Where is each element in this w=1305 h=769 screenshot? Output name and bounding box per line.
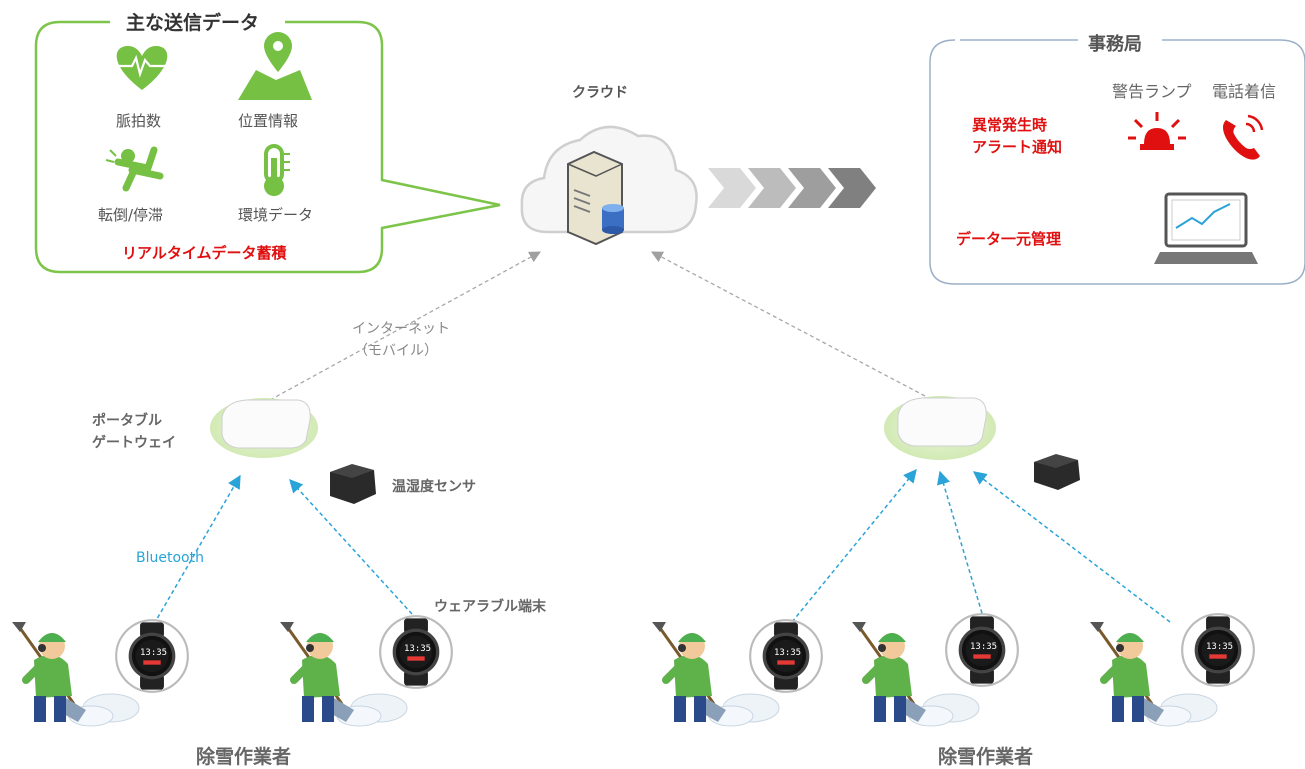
alert-notification-label: 異常発生時 アラート通知 bbox=[972, 116, 1063, 156]
fall-person-icon bbox=[105, 146, 164, 192]
data-box-border bbox=[34, 20, 501, 274]
flow-chevrons bbox=[708, 168, 876, 208]
warning-lamp-label: 警告ランプ bbox=[1112, 82, 1192, 101]
data-box-footer: リアルタイムデータ蓄積 bbox=[122, 244, 287, 262]
bluetooth-link-2 bbox=[289, 479, 413, 615]
gateway-right-icon bbox=[884, 396, 996, 460]
gateway-label-line2: ゲートウェイ bbox=[92, 435, 176, 451]
thermometer-icon bbox=[264, 144, 290, 196]
workers-right-label: 除雪作業者 bbox=[938, 746, 1034, 768]
phone-call-label: 電話着信 bbox=[1212, 82, 1277, 101]
wearable-device-label: ウェアラブル端末 bbox=[434, 599, 546, 615]
internet-link-right bbox=[650, 251, 926, 397]
item-environment-label: 環境データ bbox=[238, 206, 314, 224]
gateway-left-icon bbox=[210, 398, 318, 458]
item-fall-label: 転倒/停滞 bbox=[98, 206, 164, 224]
warning-lamp-icon bbox=[1128, 112, 1186, 150]
bluetooth-link-1 bbox=[153, 474, 241, 625]
gateway-label-line1: ポータブル bbox=[92, 413, 162, 429]
item-pulse-label: 脈拍数 bbox=[116, 112, 162, 130]
database-icon bbox=[602, 204, 624, 234]
cloud-label: クラウド bbox=[572, 85, 628, 101]
sensor-right-icon bbox=[1034, 454, 1080, 490]
watch-1-time: 13:35 bbox=[140, 648, 168, 658]
internet-link-left bbox=[269, 251, 542, 401]
sensor-left-icon bbox=[330, 464, 376, 504]
heart-icon bbox=[116, 46, 168, 90]
map-pin-icon bbox=[238, 32, 312, 100]
office-box-border bbox=[929, 39, 1305, 285]
bluetooth-link-3 bbox=[791, 468, 917, 623]
bluetooth-link-4 bbox=[936, 470, 985, 621]
laptop-icon bbox=[1154, 192, 1258, 264]
bluetooth-label: Bluetooth bbox=[136, 550, 204, 566]
sensor-label: 温湿度センサ bbox=[392, 479, 476, 495]
bluetooth-link-5 bbox=[972, 471, 1171, 623]
internet-label: インターネット bbox=[352, 321, 450, 337]
data-box-title: 主な送信データ bbox=[122, 8, 264, 35]
watch-3-time: 13:35 bbox=[774, 648, 802, 658]
phone-ringing-icon bbox=[1223, 114, 1264, 160]
item-location-label: 位置情報 bbox=[238, 112, 299, 130]
data-management-label: データ一元管理 bbox=[956, 230, 1062, 248]
watch-4-time: 13:35 bbox=[970, 642, 998, 652]
workers-left-label: 除雪作業者 bbox=[196, 746, 292, 768]
office-title: 事務局 bbox=[1082, 30, 1148, 56]
mobile-label: （モバイル） bbox=[354, 343, 438, 359]
watch-5-time: 13:35 bbox=[1206, 642, 1234, 652]
watch-2-time: 13:35 bbox=[404, 644, 432, 654]
